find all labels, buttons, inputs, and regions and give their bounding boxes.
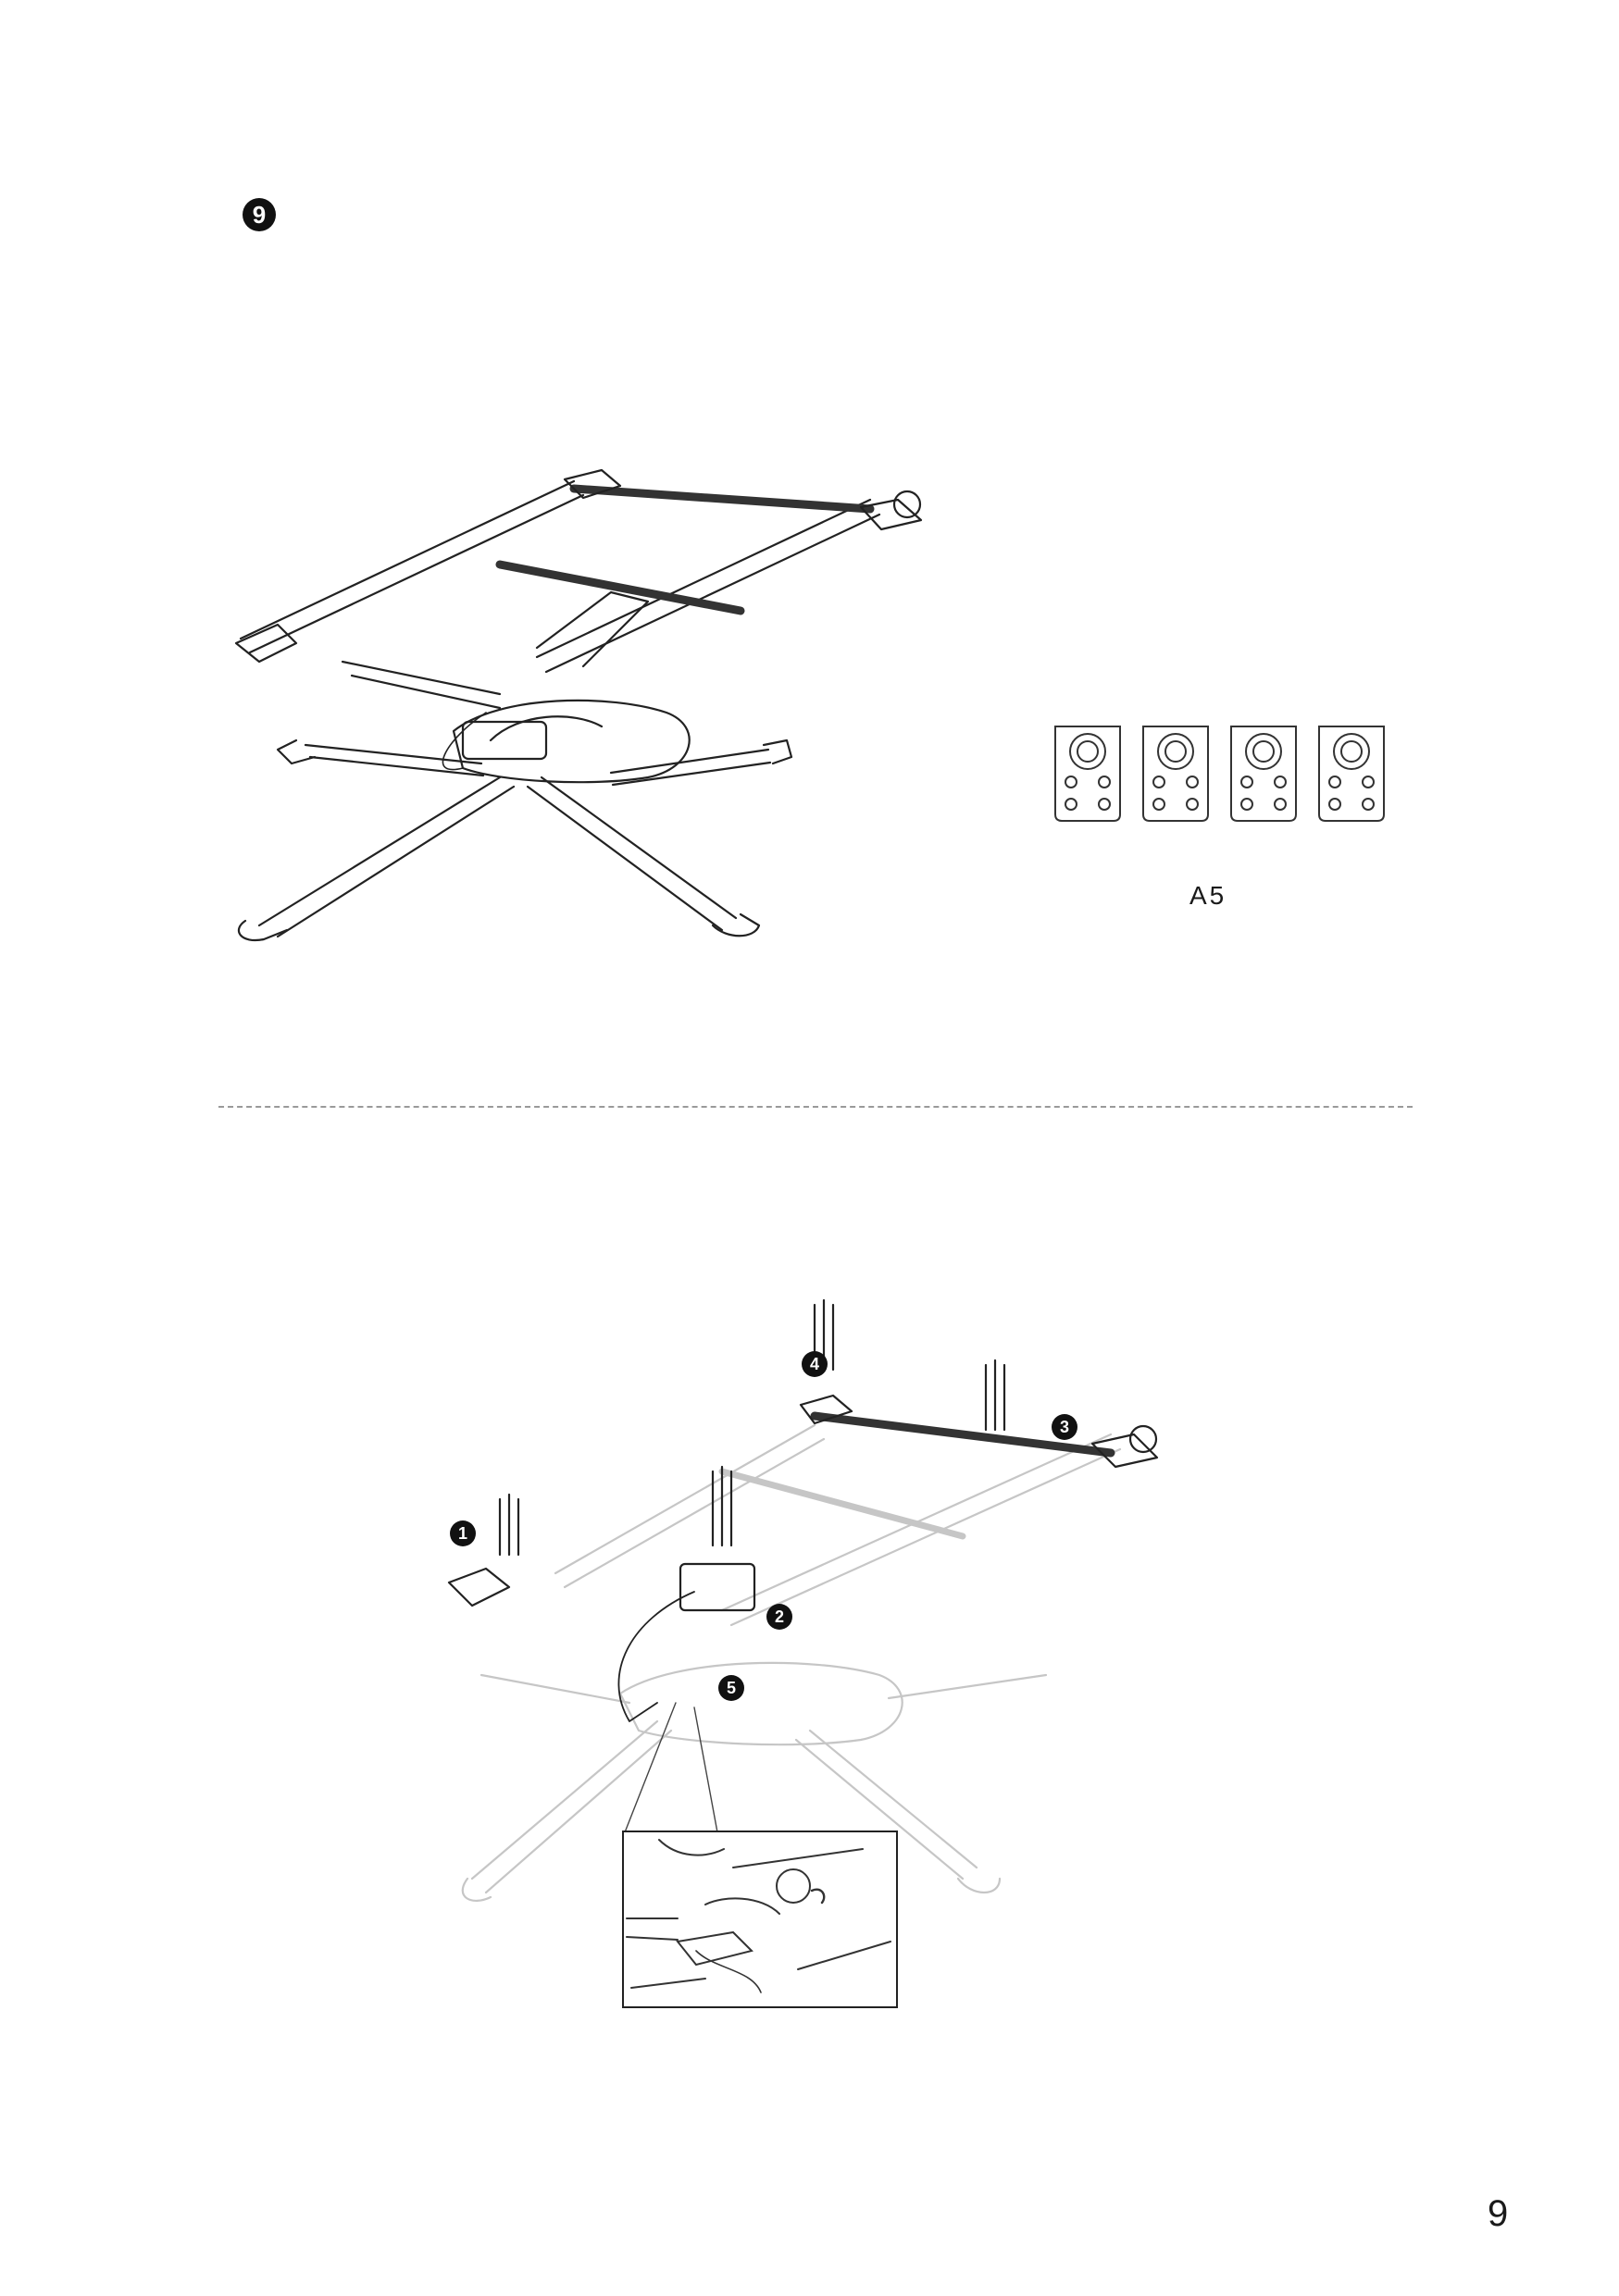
frame-assembly-illustration <box>234 468 923 942</box>
page-number: 9 <box>1488 2193 1509 2234</box>
a5-plate <box>1318 726 1385 822</box>
a5-plate <box>1230 726 1297 822</box>
callout-5: 5 <box>718 1675 744 1701</box>
section-divider <box>218 1106 1413 1108</box>
a5-plate <box>1142 726 1209 822</box>
a5-parts-illustration <box>1054 726 1385 822</box>
callout-4: 4 <box>802 1351 828 1377</box>
step-number-badge: 9 <box>243 198 276 231</box>
connector-detail-inset <box>622 1831 898 2008</box>
bracket-installation-illustration <box>447 1298 1159 1902</box>
callout-1: 1 <box>450 1520 476 1546</box>
callout-2: 2 <box>766 1604 792 1630</box>
a5-plate <box>1054 726 1121 822</box>
part-label-a5: A5 <box>1189 881 1227 910</box>
callout-3: 3 <box>1052 1414 1077 1440</box>
